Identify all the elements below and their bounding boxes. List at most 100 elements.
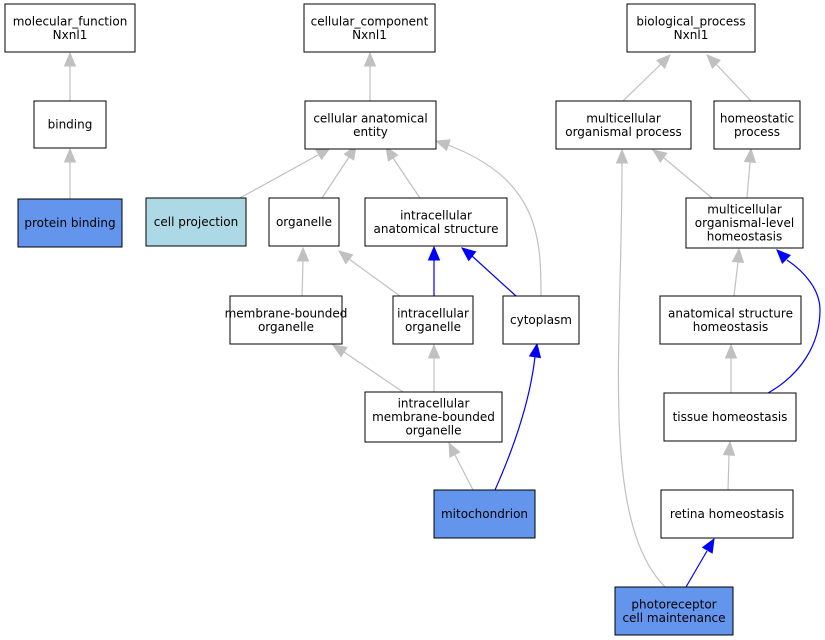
node-label: organelle <box>276 215 332 229</box>
edge-line <box>447 144 542 297</box>
edge-multicellular_organismal_process-to-biological_process <box>622 54 671 102</box>
edge-line <box>733 261 739 297</box>
node-box <box>4 3 136 53</box>
arrowhead <box>427 245 441 261</box>
arrowhead <box>363 51 377 67</box>
node-retina-homeostasis[interactable]: retina homeostasis <box>660 489 794 539</box>
arrowhead <box>296 246 310 262</box>
node-box <box>364 391 503 443</box>
arrowhead <box>722 440 736 456</box>
node-tissue-homeostasis[interactable]: tissue homeostasis <box>663 392 797 442</box>
edge-multicellular_organismal_level_homeostasis-to-multicellular_organismal_process <box>651 149 713 199</box>
node-label: process <box>734 125 780 139</box>
node-box <box>268 197 340 247</box>
edge-line <box>622 63 662 102</box>
node-label: molecular_function <box>13 14 128 28</box>
node-label: Nxnl1 <box>352 28 387 42</box>
arrowhead <box>528 342 542 359</box>
edge-tissue_homeostasis-to-multicellular_organismal_level_homeostasis <box>767 249 821 394</box>
edge-photoreceptor_cell_maintenance-to-multicellular_organismal_process <box>615 148 666 588</box>
node-box <box>229 295 343 345</box>
node-label: mitochondrion <box>441 507 528 521</box>
node-label: membrane-bounded <box>372 410 495 424</box>
node-label: membrane-bounded <box>225 306 348 320</box>
edge-intracellular_membrane_bounded_organelle-to-intracellular_organelle <box>427 343 441 392</box>
node-label: retina homeostasis <box>670 507 784 521</box>
edge-line <box>348 258 401 297</box>
edge-intracellular_organelle-to-intracellular_anatomical_structure <box>427 245 441 296</box>
node-box <box>555 100 692 150</box>
edge-line <box>663 157 713 199</box>
node-label: homeostasis <box>693 320 769 334</box>
node-label: biological_process <box>636 14 745 28</box>
edge-cellular_anatomical_entity-to-cellular_component <box>363 51 377 101</box>
edge-line <box>392 157 421 199</box>
node-label: anatomical structure <box>374 222 499 236</box>
node-box <box>663 392 797 442</box>
node-label: entity <box>353 125 388 139</box>
edge-line <box>454 454 474 491</box>
edge-cytoplasm-to-cellular_anatomical_entity <box>434 139 542 297</box>
arrowhead <box>315 147 332 161</box>
node-box <box>502 295 580 345</box>
node-protein-binding[interactable]: protein binding <box>17 198 123 248</box>
edge-protein_binding-to-binding <box>63 147 77 199</box>
node-box <box>304 100 437 150</box>
arrowhead <box>434 139 451 152</box>
edge-line <box>617 162 666 588</box>
node-label: organelle <box>405 320 461 334</box>
node-label: protein binding <box>24 216 115 230</box>
edge-line <box>715 63 752 102</box>
node-label: cell maintenance <box>622 611 725 625</box>
node-box <box>433 489 536 539</box>
node-label: intracellular <box>397 306 469 320</box>
node-binding[interactable]: binding <box>33 100 107 149</box>
edge-line <box>239 154 319 199</box>
edge-intracellular_organelle-to-organelle <box>337 250 401 297</box>
edge-line <box>767 259 821 394</box>
node-label: binding <box>48 118 93 132</box>
arrowhead <box>331 344 348 358</box>
edge-line <box>727 454 730 491</box>
node-label: organismal process <box>565 125 682 139</box>
node-box <box>303 3 436 53</box>
node-label: cytoplasm <box>510 313 572 327</box>
arrowhead <box>706 54 721 69</box>
arrowhead <box>615 148 629 164</box>
node-box <box>33 100 107 149</box>
edge-tissue_homeostasis-to-anatomical_structure_homeostasis <box>724 343 738 393</box>
node-cytoplasm[interactable]: cytoplasm <box>502 295 580 345</box>
node-label: cell projection <box>154 215 238 229</box>
arrowhead <box>731 247 745 263</box>
node-mitochondrion[interactable]: mitochondrion <box>433 489 536 539</box>
edge-retina_homeostasis-to-tissue_homeostasis <box>722 440 736 491</box>
edge-intracellular_membrane_bounded_organelle-to-membrane_bounded_organelle <box>331 344 404 393</box>
arrowhead <box>656 54 671 69</box>
arrowhead <box>448 441 461 458</box>
node-label: photoreceptor <box>631 597 716 611</box>
node-label: tissue homeostasis <box>673 410 788 424</box>
node-cell-projection[interactable]: cell projection <box>145 197 247 247</box>
node-label: anatomical structure <box>668 306 793 320</box>
node-box <box>392 295 474 345</box>
node-label: intracellular <box>398 397 470 411</box>
node-label: homeostasis <box>707 230 783 244</box>
node-label: cellular_component <box>311 14 429 28</box>
node-organelle[interactable]: organelle <box>268 197 340 247</box>
node-box <box>364 197 508 247</box>
arrowhead <box>776 249 791 264</box>
